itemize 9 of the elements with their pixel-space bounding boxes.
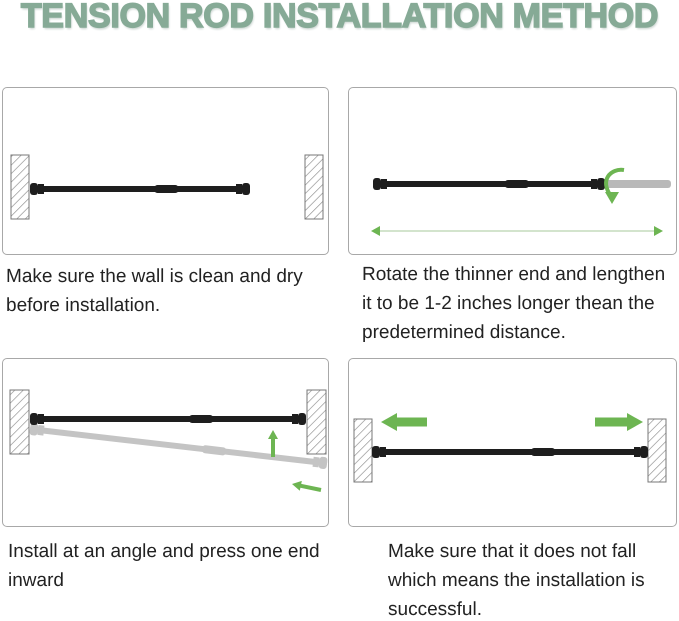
step-caption: Make sure the wall is clean and dry before installation. (6, 265, 304, 318)
illustration-panel (348, 358, 677, 527)
illustration-panel (2, 87, 329, 255)
step-caption: Install at an angle and press one end inward (8, 540, 321, 593)
illustration-panel (2, 358, 329, 527)
step-caption: Make sure that it does not fall which means the installation is successful. (388, 540, 646, 621)
step-caption: Rotate the thinner end and lengthen it to be 1-2 inches longer thean the predetermined distance. (362, 263, 666, 345)
title: TENSION ROD INSTALLATION METHOD (20, 0, 660, 37)
illustration-panel (348, 87, 677, 255)
